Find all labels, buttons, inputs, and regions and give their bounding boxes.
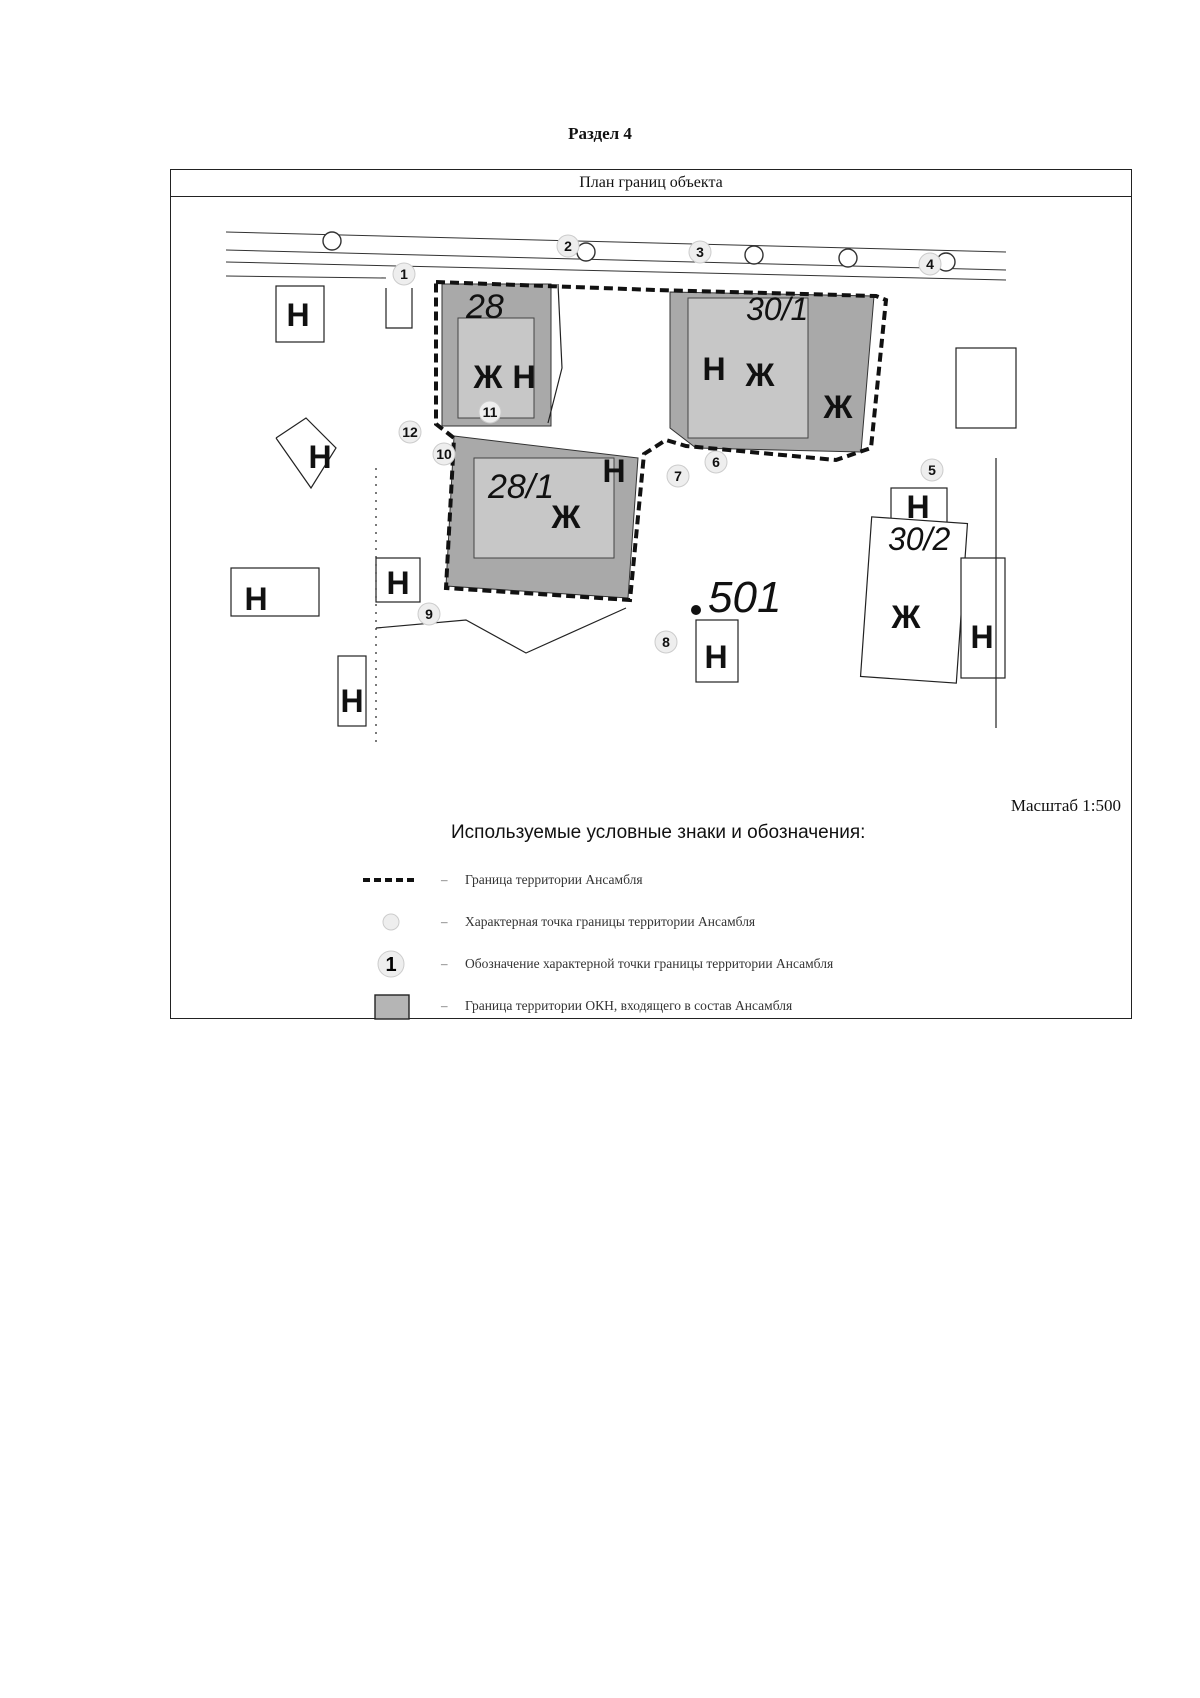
mark-zh: Ж	[473, 359, 504, 395]
boundary-map: 28 28/1 30/1 30/2 501 Н Ж Н Н Ж Ж Н Н Ж …	[226, 231, 1017, 748]
okn-parcel-28-inner	[457, 317, 535, 419]
point-3: 3	[688, 240, 712, 264]
block-dot	[691, 605, 701, 615]
svg-text:2: 2	[564, 238, 572, 254]
svg-text:3: 3	[696, 244, 704, 260]
mark-zh: Ж	[745, 357, 776, 393]
point-2: 2	[556, 234, 580, 258]
legend-separator: –	[441, 872, 448, 887]
point-1: 1	[392, 262, 416, 286]
dashed-boundary-symbol	[363, 878, 417, 882]
legend-item-point: – Характерная точка границы территории А…	[361, 908, 1081, 938]
plan-title: План границ объекта	[171, 170, 1131, 197]
legend-separator: –	[441, 914, 448, 929]
svg-text:8: 8	[662, 634, 670, 650]
mark-n: Н	[340, 683, 363, 719]
svg-text:6: 6	[712, 454, 720, 470]
point-4: 4	[918, 252, 942, 276]
plan-frame: План границ объекта	[170, 169, 1132, 1022]
mark-n: Н	[244, 581, 267, 617]
legend-item-boundary: – Граница территории Ансамбля	[361, 866, 1081, 896]
block-label-501: 501	[708, 573, 781, 622]
point-11: 11	[478, 400, 502, 424]
parcel-label-30-2: 30/2	[888, 521, 950, 557]
point-symbol	[382, 913, 400, 931]
parcel-label-28: 28	[465, 288, 504, 326]
parcel-label-28-1: 28/1	[487, 468, 554, 506]
point-12: 12	[398, 420, 422, 444]
mark-zh: Ж	[551, 499, 582, 535]
svg-text:7: 7	[674, 468, 682, 484]
street-lines	[226, 231, 1007, 281]
ansambl-boundary	[434, 280, 889, 603]
boundary-points: 1 2 3 4 5 6 7 8 9 10 11 12	[392, 234, 944, 654]
legend-item-okn: – Граница территории ОКН, входящего в со…	[361, 992, 1081, 1022]
point-9: 9	[417, 602, 441, 626]
svg-text:1: 1	[400, 266, 408, 282]
legend-title: Используемые условные знаки и обозначени…	[451, 822, 866, 843]
legend-separator: –	[441, 998, 448, 1013]
point-10: 10	[432, 442, 456, 466]
parcel-labels: 28 28/1 30/1 30/2 501	[465, 288, 950, 622]
mark-zh: Ж	[823, 389, 854, 425]
point-6: 6	[704, 450, 728, 474]
point-8: 8	[654, 630, 678, 654]
legend-text: Обозначение характерной точки границы те…	[465, 956, 834, 971]
mark-n: Н	[386, 565, 409, 601]
legend-text: Граница территории Ансамбля	[465, 872, 643, 887]
svg-text:1: 1	[385, 954, 396, 976]
mark-n: Н	[308, 439, 331, 475]
point-5: 5	[920, 458, 944, 482]
point-label-symbol: 1	[377, 950, 405, 978]
mark-n: Н	[906, 489, 929, 525]
mark-n: Н	[704, 639, 727, 675]
grey-box-symbol	[374, 994, 410, 1020]
okn-parcel-30-inner	[687, 297, 809, 439]
parcel-label-30-1: 30/1	[746, 291, 808, 327]
mark-n: Н	[512, 359, 535, 395]
mark-n: Н	[602, 453, 625, 489]
mark-zh: Ж	[891, 599, 922, 635]
okn-parcel-28-1-inner	[473, 457, 615, 559]
svg-text:11: 11	[483, 404, 498, 420]
buildings	[230, 283, 1017, 748]
mark-n: Н	[286, 297, 309, 333]
svg-text:5: 5	[928, 462, 936, 478]
okn-parcels	[441, 283, 875, 599]
svg-text:4: 4	[926, 256, 934, 272]
legend-separator: –	[441, 956, 448, 971]
point-7: 7	[666, 464, 690, 488]
legend-text: Характерная точка границы территории Анс…	[465, 914, 756, 929]
legend-item-point-label: 1 – Обозначение характерной точки границ…	[361, 950, 1081, 980]
section-title: Раздел 4	[568, 124, 632, 143]
building-marks: Н Ж Н Н Ж Ж Н Н Ж Н Н Н Н Н Ж Н	[244, 297, 993, 719]
svg-text:12: 12	[402, 424, 418, 440]
mark-n: Н	[970, 619, 993, 655]
scale-label: Масштаб 1:500	[1010, 796, 1121, 815]
legend-text: Граница территории ОКН, входящего в сост…	[465, 998, 793, 1013]
tree-circles	[322, 231, 956, 272]
svg-text:9: 9	[425, 606, 433, 622]
svg-text:10: 10	[436, 446, 452, 462]
mark-n: Н	[702, 351, 725, 387]
